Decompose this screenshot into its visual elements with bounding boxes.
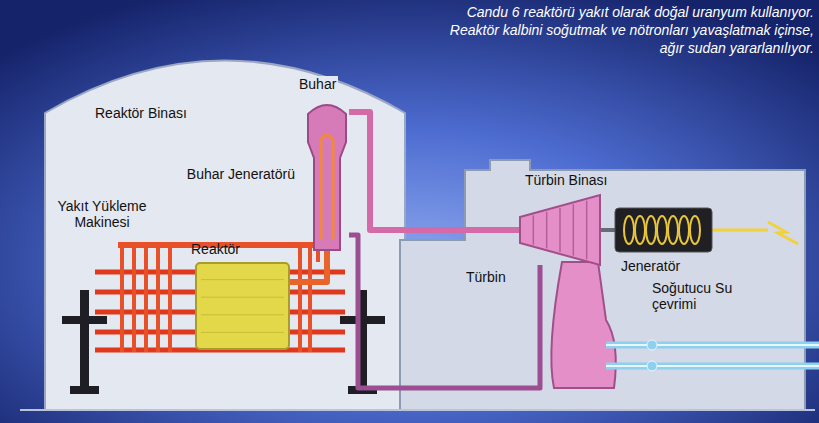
reactor-outline	[195, 262, 290, 350]
blade-row	[559, 208, 561, 252]
generator: Jeneratör	[615, 208, 712, 252]
coil-winding	[646, 216, 656, 244]
edge-label: Buhar	[297, 76, 338, 93]
blade-row	[533, 215, 535, 244]
calandria	[196, 263, 289, 349]
channel-line	[201, 332, 284, 333]
channel-line	[201, 314, 284, 315]
ground-line	[20, 410, 815, 411]
node-label: Buhar Jeneratörü	[187, 166, 295, 183]
coil-winding	[635, 216, 645, 244]
reactor-core: Reaktör	[195, 262, 290, 350]
gen-outline	[615, 208, 712, 252]
blade-row	[573, 204, 575, 255]
u-tubes	[321, 135, 333, 240]
caption: Candu 6 reaktörü yakıt olarak doğal uran…	[428, 3, 814, 57]
sg-outline	[305, 100, 349, 250]
node-label: Türbin	[466, 269, 506, 286]
coil-winding	[657, 216, 667, 244]
coil-winding	[679, 216, 689, 244]
channel-line	[201, 279, 284, 280]
node-label: Reaktör Binası	[95, 105, 187, 122]
node-label: Türbin Binası	[525, 172, 607, 189]
turbine-casing	[520, 195, 600, 265]
building-wall	[400, 160, 805, 410]
pipe-connector	[600, 228, 615, 232]
coil-winding	[624, 216, 634, 244]
blade-row	[546, 212, 548, 249]
steam-generator: Buhar Jeneratörü	[305, 100, 349, 250]
node-label: Reaktör	[191, 241, 240, 258]
turb-outline	[520, 195, 600, 265]
coil-winding	[668, 216, 678, 244]
channel-line	[201, 297, 284, 298]
generator-housing	[615, 208, 712, 252]
coil-winding	[690, 216, 700, 244]
part-label: Yakıt Yükleme Makinesi	[52, 198, 152, 230]
building-wall	[45, 61, 405, 411]
part-label: Soğutucu Su çevrimi	[652, 280, 742, 312]
node-label: Jeneratör	[621, 258, 680, 275]
vessel	[308, 105, 346, 250]
turbine: Türbin	[520, 195, 600, 265]
blade-row	[586, 201, 588, 260]
